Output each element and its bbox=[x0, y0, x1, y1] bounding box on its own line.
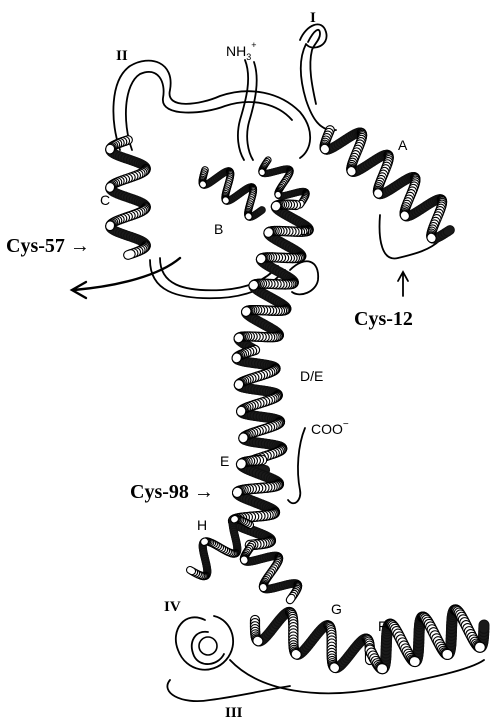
helix-c-face bbox=[128, 254, 131, 255]
helix-h-face bbox=[190, 570, 192, 571]
helix-g bbox=[255, 612, 370, 668]
n-terminus-label: NH3+ bbox=[226, 40, 257, 62]
helix-hb bbox=[244, 545, 298, 600]
helix-a bbox=[324, 130, 450, 239]
helix-ribbons bbox=[110, 130, 484, 669]
cys12-label: Cys-12 bbox=[354, 308, 413, 330]
loop-label-i: I bbox=[310, 10, 316, 26]
loop-ii-inner bbox=[126, 72, 292, 150]
cys57-arrow bbox=[72, 258, 180, 298]
helix-d-e bbox=[239, 205, 309, 350]
helix-g-face bbox=[334, 667, 335, 668]
helix-label-d: D bbox=[300, 222, 310, 238]
cys12-arrow bbox=[398, 272, 408, 296]
loop-iii bbox=[167, 680, 290, 701]
helix-label-c: C bbox=[100, 192, 110, 208]
loop-n-terminus bbox=[238, 60, 248, 160]
helix-b bbox=[202, 170, 262, 217]
helix-a-face bbox=[351, 171, 352, 172]
c-terminus-label: COO− bbox=[311, 419, 349, 437]
helix-g-face bbox=[257, 641, 258, 642]
helix-g-face bbox=[296, 654, 297, 655]
helix-label-b: B bbox=[214, 221, 223, 237]
helix-label-e: E bbox=[220, 453, 229, 469]
calcium-site-circle bbox=[199, 637, 217, 655]
cys98-label: Cys-98 → bbox=[130, 481, 214, 503]
loop-c-terminus bbox=[288, 428, 305, 503]
loop-label-iv: IV bbox=[164, 599, 181, 615]
helix-stem bbox=[237, 350, 283, 470]
helix-c bbox=[110, 140, 146, 255]
helix-a-face bbox=[405, 215, 406, 216]
helix-b-face bbox=[260, 210, 262, 211]
loop-bottom bbox=[230, 660, 484, 693]
helix-label-h: H bbox=[197, 517, 207, 533]
helix-f bbox=[370, 610, 484, 669]
loop-label-ii: II bbox=[116, 48, 128, 64]
helix-a-face bbox=[378, 193, 379, 194]
loop-i-inner bbox=[308, 30, 320, 104]
helix-a-face bbox=[325, 149, 326, 150]
helix-a-face bbox=[431, 238, 432, 239]
helix-label-f: F bbox=[378, 618, 387, 634]
helix-label-de: D/E bbox=[300, 368, 323, 384]
helix-label-a: A bbox=[398, 137, 408, 153]
helix-d bbox=[262, 160, 306, 205]
helix-e bbox=[233, 460, 279, 545]
helix-label-g: G bbox=[331, 601, 342, 617]
helix-a-face bbox=[448, 230, 450, 232]
loop-label-iii: III bbox=[225, 705, 243, 721]
cys57-label: Cys-57 → bbox=[6, 235, 90, 257]
helix-hb-face bbox=[290, 598, 291, 600]
